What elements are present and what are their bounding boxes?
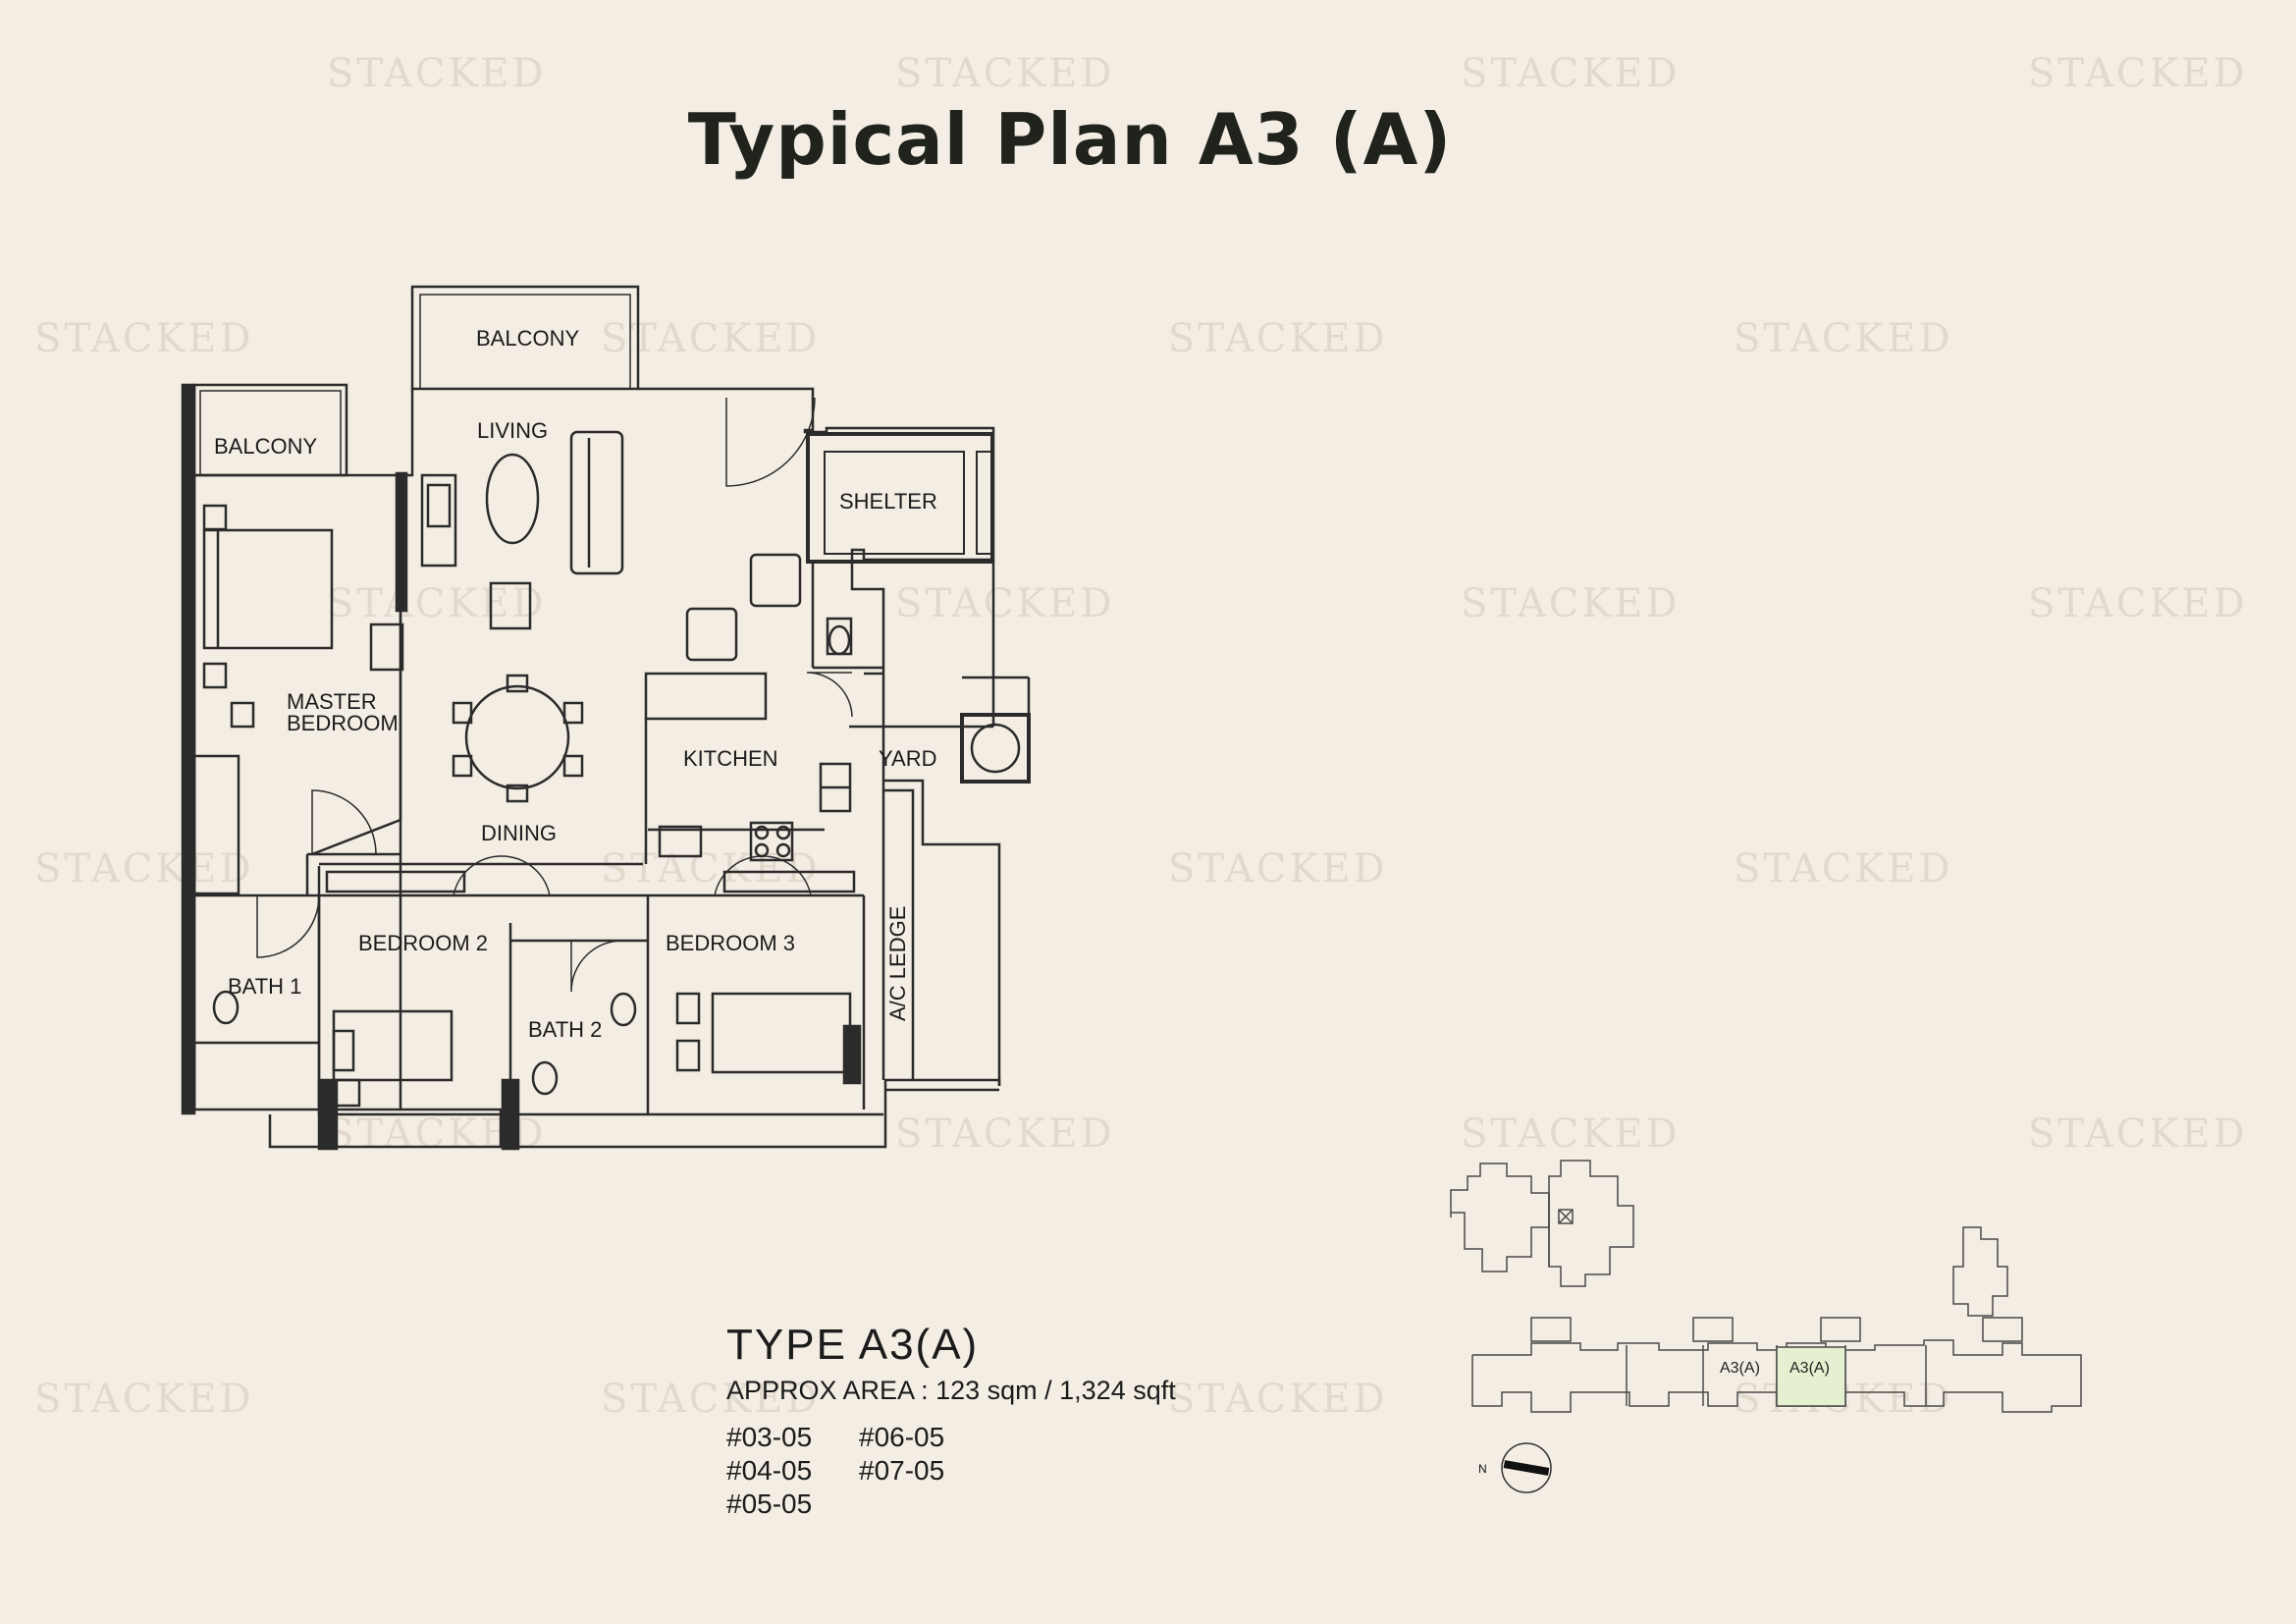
unit-number-list: #03-05 #06-05 #04-05 #07-05 #05-05 — [726, 1422, 1176, 1520]
bath2-label: BATH 2 — [528, 1017, 602, 1042]
dining-label: DINING — [481, 821, 557, 845]
kitchen-label: KITCHEN — [683, 746, 778, 771]
key-plan-unit-label: A3(A) — [1720, 1360, 1760, 1377]
north-arrow-icon: N — [1478, 1442, 1552, 1493]
unit-number: #04-05 — [726, 1455, 813, 1486]
balcony-top-label: BALCONY — [476, 326, 579, 351]
balcony-left-label: BALCONY — [214, 434, 317, 459]
page-title: Typical Plan A3 (A) — [687, 98, 1453, 181]
living-label: LIVING — [477, 418, 548, 443]
bedroom3-label: BEDROOM 3 — [666, 931, 795, 955]
unit-number: #05-05 — [726, 1489, 813, 1519]
ac-ledge-label: A/C LEDGE — [885, 906, 910, 1021]
key-plan-unit-label-highlight: A3(A) — [1789, 1360, 1830, 1377]
master-bedroom-label-2: BEDROOM — [287, 711, 399, 735]
shelter-label: SHELTER — [839, 489, 937, 514]
approx-area: APPROX AREA : 123 sqm / 1,324 sqft — [726, 1376, 1176, 1405]
unit-number: #06-05 — [859, 1422, 945, 1452]
key-plan-highlight — [1776, 1346, 1846, 1407]
unit-number: #03-05 — [726, 1422, 813, 1452]
bedroom2-label: BEDROOM 2 — [358, 931, 488, 955]
key-plan-tower — [1952, 1226, 2008, 1317]
unit-type-title: TYPE A3(A) — [726, 1321, 980, 1369]
north-label: N — [1478, 1462, 1487, 1476]
master-bedroom-label-1: MASTER — [287, 689, 377, 714]
key-plan-block — [1471, 1339, 2082, 1413]
bath1-label: BATH 1 — [228, 974, 301, 999]
unit-info: TYPE A3(A) APPROX AREA : 123 sqm / 1,324… — [726, 1321, 1176, 1520]
yard-label: YARD — [879, 746, 937, 771]
unit-number: #07-05 — [859, 1455, 945, 1486]
key-plan-tower — [1450, 1163, 1550, 1272]
